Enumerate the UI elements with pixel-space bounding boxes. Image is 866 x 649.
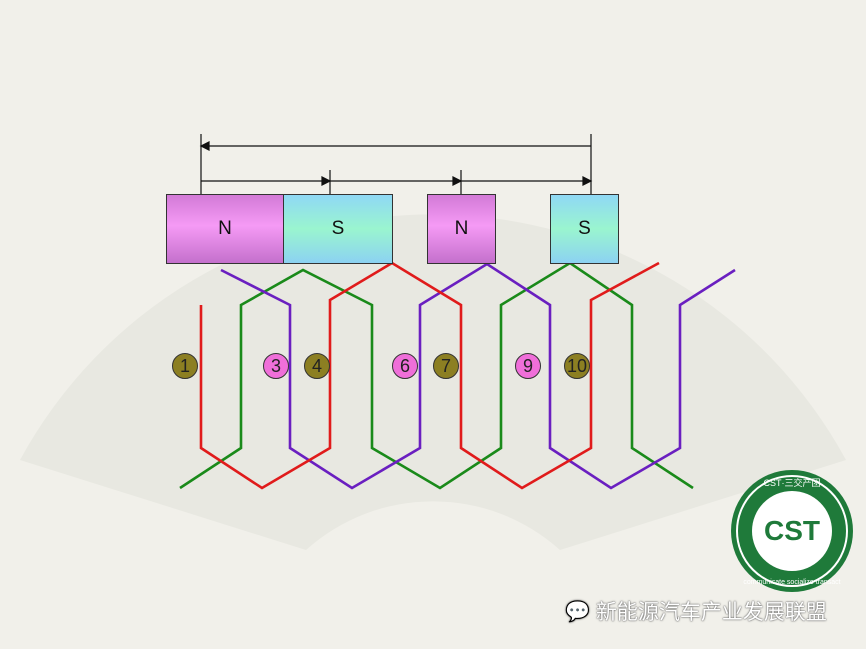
- watermark-text: 新能源汽车产业发展联盟: [595, 601, 827, 624]
- magnet-south-1: S: [283, 194, 393, 264]
- slot-marker-9: 9: [515, 353, 541, 379]
- svg-text:communicate socialize transact: communicate socialize transact: [743, 579, 840, 586]
- slot-marker-10: 10: [564, 353, 590, 379]
- magnet-label: S: [578, 218, 591, 239]
- magnet-label: N: [454, 218, 469, 239]
- watermark: 💬 新能源汽车产业发展联盟: [565, 596, 827, 626]
- svg-text:CST: CST: [764, 515, 820, 546]
- magnet-label: S: [331, 218, 345, 239]
- magnet-south-2: S: [550, 194, 619, 264]
- wire-purple: [220, 262, 736, 490]
- magnet-label: N: [218, 218, 232, 239]
- slot-marker-6: 6: [392, 353, 418, 379]
- cst-logo: CST CST·三交产团 communicate socialize trans…: [731, 470, 853, 592]
- slot-marker-7: 7: [433, 353, 459, 379]
- slot-marker-4: 4: [304, 353, 330, 379]
- wire-green: [179, 261, 694, 490]
- slot-marker-3: 3: [263, 353, 289, 379]
- magnet-north-2: N: [427, 194, 496, 264]
- wire-red: [199, 261, 660, 490]
- fan-background: [20, 214, 846, 550]
- wechat-icon: 💬: [565, 600, 590, 623]
- svg-text:CST·三交产团: CST·三交产团: [764, 477, 821, 488]
- slot-marker-1: 1: [172, 353, 198, 379]
- pitch-arrows: [199, 134, 593, 195]
- magnet-north-1: N: [166, 194, 284, 264]
